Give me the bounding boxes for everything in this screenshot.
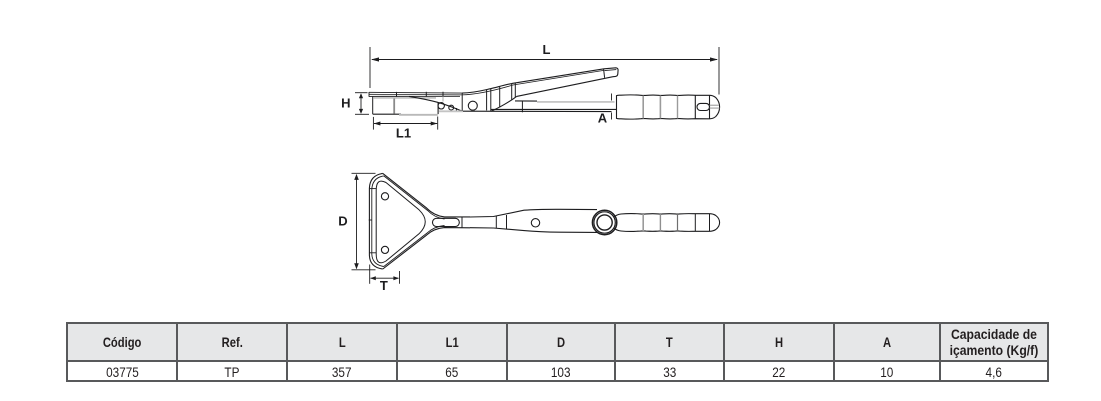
svg-text:L: L: [543, 42, 551, 57]
svg-text:L1: L1: [396, 125, 411, 140]
svg-text:T: T: [380, 278, 388, 293]
svg-text:A: A: [598, 111, 608, 126]
svg-text:D: D: [338, 214, 347, 229]
svg-text:H: H: [341, 96, 350, 111]
